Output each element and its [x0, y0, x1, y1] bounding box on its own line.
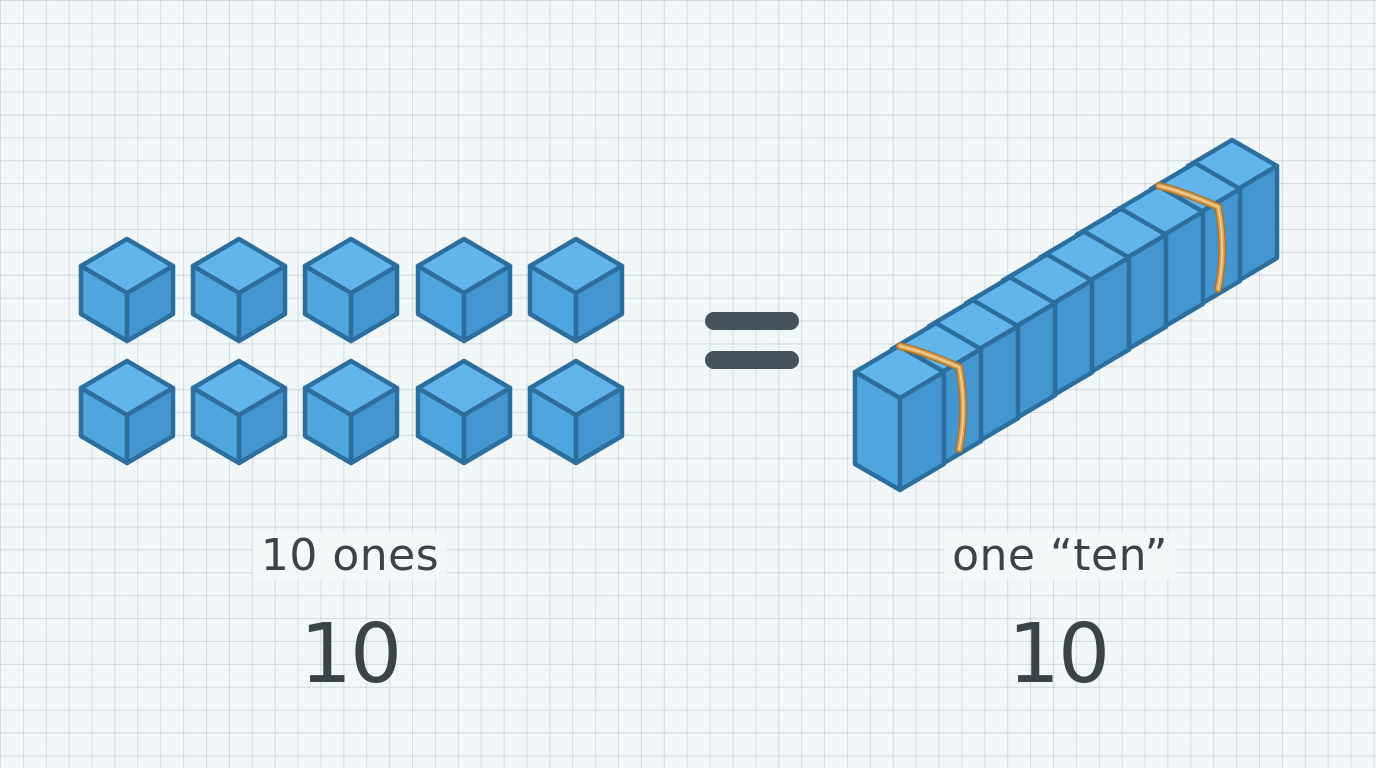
unit-cube-2	[190, 236, 288, 344]
equals-bar-bottom	[705, 351, 799, 369]
equals-sign	[705, 312, 799, 372]
unit-cube-4	[415, 236, 513, 344]
rod-cube-1	[852, 343, 947, 493]
ones-label: 10 ones	[252, 531, 448, 581]
unit-cube-7	[190, 358, 288, 466]
ten-number: 10	[1007, 607, 1110, 702]
unit-cube-6	[78, 358, 176, 466]
unit-cube-8	[302, 358, 400, 466]
ten-label: one “ten”	[944, 531, 1176, 581]
ones-number: 10	[299, 607, 402, 702]
unit-cube-9	[415, 358, 513, 466]
unit-cube-5	[527, 236, 625, 344]
equals-bar-top	[705, 312, 799, 330]
unit-cube-3	[302, 236, 400, 344]
unit-cube-1	[78, 236, 176, 344]
unit-cube-10	[527, 358, 625, 466]
rubber-band-front	[896, 342, 968, 454]
rubber-band-back	[1155, 181, 1227, 293]
